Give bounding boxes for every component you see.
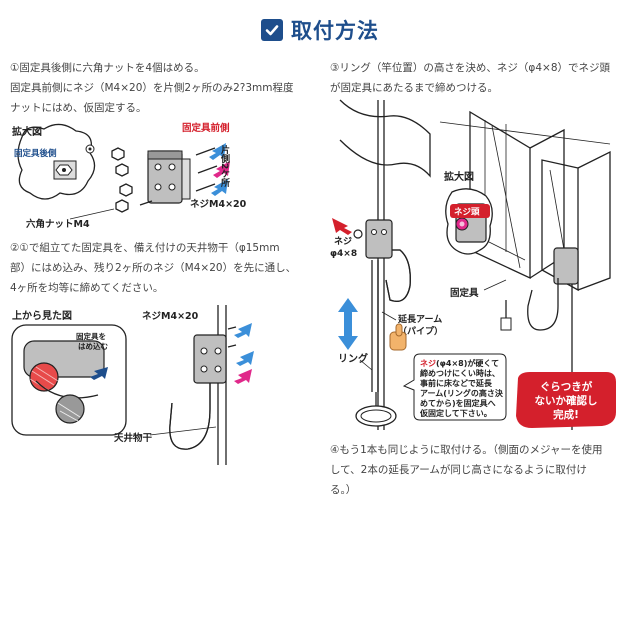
step-3-line: ③リング（竿位置）の高さを決め、ネジ（φ4×8）でネジ頭 [330, 62, 610, 74]
figure-3-assembly: ネジ φ4×8 リング 拡大図 ネジ頭 固定具 延長アーム （パイプ） ネジ(φ… [330, 99, 616, 430]
height-adjust-arrow-icon [338, 298, 358, 350]
svg-text:片側2ケ所: 片側2ケ所 [219, 144, 231, 188]
arm-pipe-label: （パイプ） [398, 325, 443, 337]
top-view-label: 上から見た図 [12, 309, 72, 322]
screw-size-label: φ4×8 [330, 249, 357, 259]
badge-line: 完成! [553, 408, 579, 421]
step-2-line: 部）にはめ込み、残り2ヶ所のネジ（M4×20）を先に通し、 [10, 262, 297, 274]
page-title: 取付方法 [291, 19, 379, 43]
zoom-inset: 拡大図 ネジ頭 [444, 170, 493, 255]
side-count-label: 片側2ケ所 [219, 144, 231, 188]
blue-arrow-icon [236, 351, 254, 366]
step-4-line: ④もう1本も同じように取付ける。（側面のメジャーを使用 [330, 444, 603, 456]
step-2-line: 4ヶ所を均等に締めてください。 [10, 282, 164, 294]
step-4-text: ④もう1本も同じように取付ける。（側面のメジャーを使用 して、2本の延長アームが… [330, 440, 630, 500]
step-2-line: ②①で組立てた固定具を、備え付けの天井物干（φ15mm [10, 242, 280, 254]
step-2-text: ②①で組立てた固定具を、備え付けの天井物干（φ15mm 部）にはめ込み、残り2ヶ… [10, 238, 310, 298]
fixture-label: 固定具 [450, 287, 479, 299]
figure-1-exploded-fixture: 拡大図 固定具後側 固定具前側 片側2ケ所 [12, 122, 247, 230]
screw-label: ネジ [334, 236, 352, 247]
hand-pointing-icon [389, 323, 407, 351]
zoom-label: 拡大図 [444, 170, 474, 183]
step-1-line: ナットにはめ、仮固定する。 [10, 102, 147, 114]
note-line: 締めつけにくい時は、 [420, 368, 500, 378]
figure-2-mounting: 上から見た図 固定具を はめ込む ネジM4×20 天井物干 [11, 305, 254, 465]
step-3-text: ③リング（竿位置）の高さを決め、ネジ（φ4×8）でネジ頭 が固定具にあたるまで締… [330, 58, 630, 98]
zoom-label: 拡大図 [12, 125, 42, 138]
completion-badge: ぐらつきが ないか確認し 完成! [516, 372, 616, 428]
step-1-line: 固定具前側にネジ（M4×20）を片側2ヶ所のみ2?3mm程度 [10, 82, 294, 94]
step-1-text: ①固定具後側に六角ナットを4個はめる。 固定具前側にネジ（M4×20）を片側2ヶ… [10, 58, 310, 118]
red-arrow-icon [332, 218, 352, 235]
rear-side-label: 固定具後側 [14, 148, 57, 159]
blue-arrow-icon [209, 143, 228, 196]
zoom-bubble: 拡大図 固定具後側 [12, 123, 96, 200]
screws [139, 147, 218, 206]
hook-arm-right [500, 247, 579, 430]
blue-arrow-icon [90, 367, 108, 380]
left-pole [339, 99, 431, 430]
step-3-line: が固定具にあたるまで締めつける。 [330, 82, 498, 94]
fixture-body [147, 150, 191, 204]
step-4-line: る。） [330, 484, 357, 496]
nut-label: 六角ナットM4 [26, 218, 90, 230]
insert-label: 固定具を [76, 331, 106, 341]
badge-line: ぐらつきが [540, 380, 593, 393]
mounted-fixture [169, 305, 237, 465]
front-side-label: 固定具前側 [182, 122, 230, 134]
pole-label: 天井物干 [114, 432, 153, 444]
screw-label: ネジM4×20 [190, 199, 247, 210]
hanger-rack [439, 110, 611, 292]
note-line: ネジ(φ4×8)が硬くて [420, 358, 499, 368]
badge-line: ないか確認し [535, 394, 598, 407]
step-4-line: して、2本の延長アームが同じ高さになるように取付け [330, 464, 587, 476]
ring-label: リング [338, 352, 368, 365]
top-view-inset: 上から見た図 固定具を はめ込む [11, 309, 127, 436]
note-line: アーム(リングの高さ決 [420, 388, 504, 398]
hex-nuts [111, 147, 133, 213]
note-callout: ネジ(φ4×8)が硬くて 締めつけにくい時は、 事前に床などで延長 アーム(リン… [402, 353, 507, 421]
magenta-arrow-icon [213, 161, 230, 178]
page-header: 取付方法 [0, 14, 640, 46]
screw-head-label: ネジ頭 [454, 207, 480, 218]
arm-label: 延長アーム [397, 313, 442, 325]
note-line: 仮固定して下さい。 [419, 408, 492, 418]
insert-label: はめ込む [78, 341, 108, 351]
blue-arrow-icon [234, 323, 252, 338]
note-line: 事前に床などで延長 [420, 378, 493, 388]
check-square-icon [261, 19, 283, 41]
note-line: めてから)を固定具へ [420, 398, 496, 408]
screw-label: ネジM4×20 [142, 311, 199, 322]
step-1-line: ①固定具後側に六角ナットを4個はめる。 [10, 62, 205, 74]
magenta-arrow-icon [234, 369, 252, 384]
